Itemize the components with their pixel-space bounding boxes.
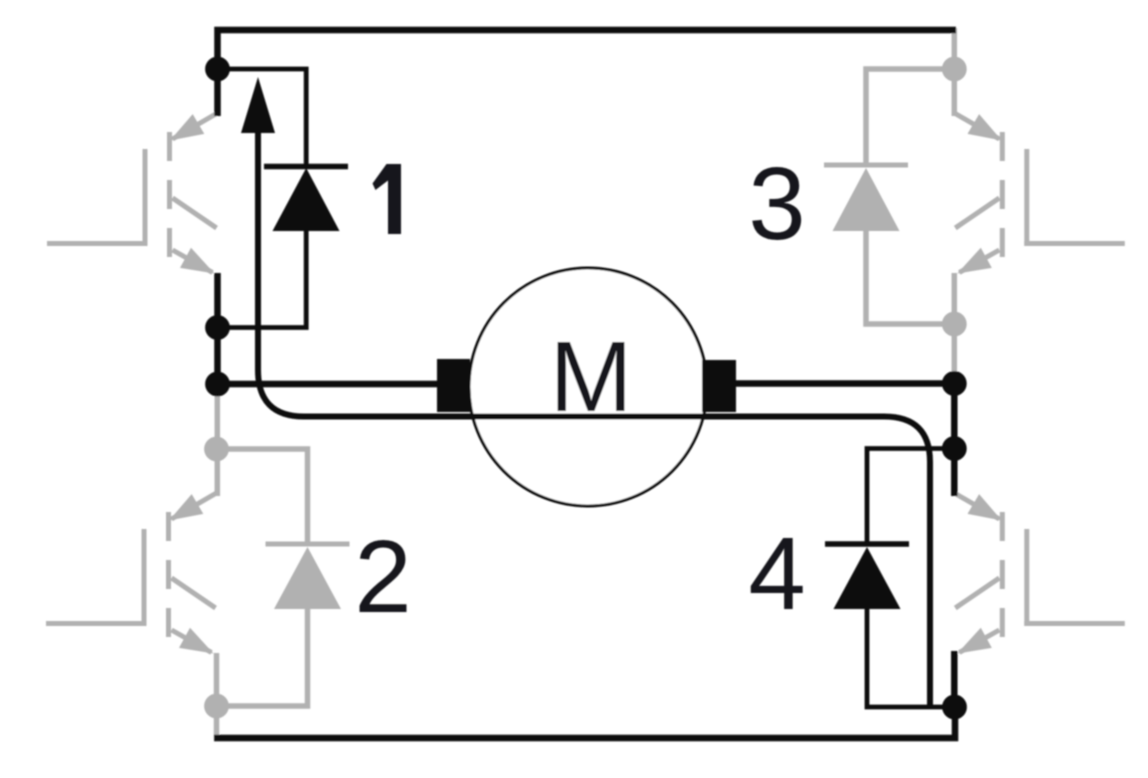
svg-text:4: 4 — [748, 516, 805, 631]
svg-text:2: 2 — [354, 519, 411, 634]
svg-text:M: M — [549, 321, 632, 433]
svg-text:3: 3 — [748, 146, 805, 261]
